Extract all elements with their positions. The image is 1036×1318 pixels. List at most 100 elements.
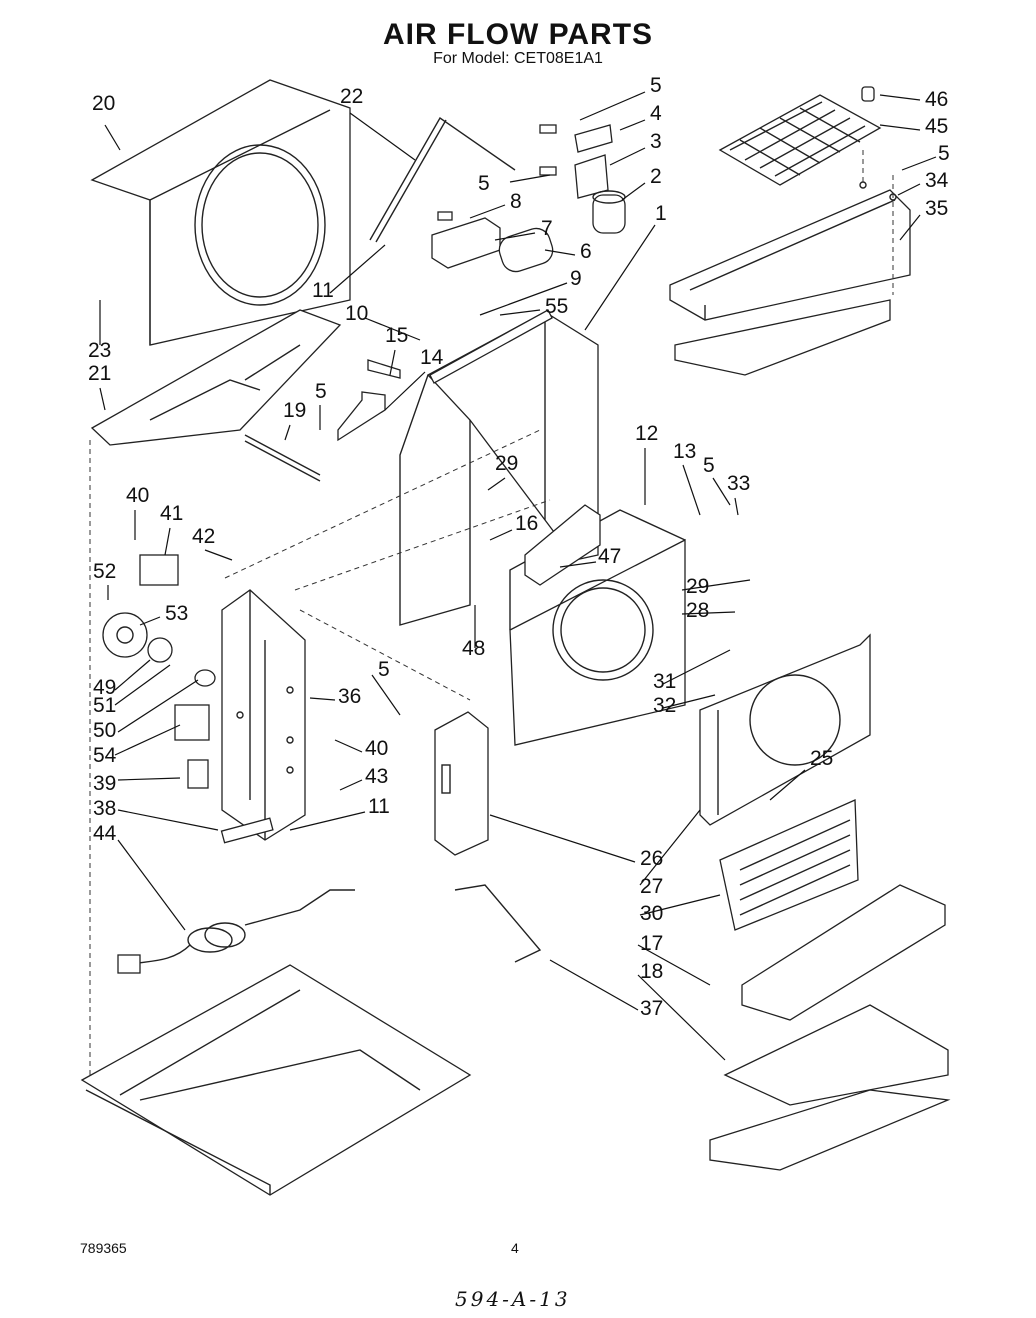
leader-line xyxy=(114,724,181,756)
callout-number: 34 xyxy=(925,169,949,192)
callout-number: 37 xyxy=(640,997,663,1020)
callout-number: 10 xyxy=(345,302,368,325)
callout-number: 4 xyxy=(650,102,662,125)
leader-line xyxy=(584,224,656,331)
leader-line xyxy=(389,349,396,376)
callout-number: 48 xyxy=(462,637,485,660)
leader-line xyxy=(104,124,121,151)
leader-line xyxy=(879,124,921,131)
callout-number: 7 xyxy=(541,217,553,240)
part-selector-switch xyxy=(174,704,210,741)
part-center-partition xyxy=(399,311,599,626)
callout-number: 45 xyxy=(925,115,948,138)
leader-line xyxy=(349,112,416,161)
leader-line xyxy=(384,371,426,411)
handwritten-code: 594-A-13 xyxy=(455,1287,571,1311)
leader-line xyxy=(769,769,806,801)
leader-line xyxy=(662,649,731,685)
callout-number: 5 xyxy=(703,454,715,477)
callout-number: 27 xyxy=(640,875,663,898)
leader-line xyxy=(114,659,151,691)
callout-number: 39 xyxy=(93,772,116,795)
leader-line xyxy=(289,811,366,831)
part-insulation-bar xyxy=(220,817,274,844)
callout-number: 9 xyxy=(570,267,582,290)
leader-line xyxy=(479,282,568,316)
leader-line xyxy=(901,156,937,171)
part-drain-tray xyxy=(741,884,946,1021)
callout-number: 20 xyxy=(92,92,115,115)
leader-line xyxy=(489,529,513,541)
callout-number: 32 xyxy=(653,694,676,717)
callout-number: 30 xyxy=(640,902,663,925)
leader-line xyxy=(609,147,646,166)
leader-line xyxy=(204,549,233,561)
leader-line xyxy=(639,894,721,916)
part-terminal-block xyxy=(431,211,501,269)
callout-number: 6 xyxy=(580,240,592,263)
callout-number: 28 xyxy=(686,599,709,622)
callout-number: 22 xyxy=(340,85,363,108)
part-rod xyxy=(244,434,321,476)
leader-line xyxy=(364,317,421,341)
leader-line xyxy=(114,664,171,706)
callout-number: 29 xyxy=(495,452,518,475)
callout-number: 54 xyxy=(93,744,117,767)
page-title: AIR FLOW PARTS xyxy=(382,18,654,51)
callout-number: 31 xyxy=(653,670,676,693)
callout-number: 5 xyxy=(378,658,390,681)
leader-line xyxy=(712,477,731,506)
callout-number: 8 xyxy=(510,190,522,213)
leader-line xyxy=(619,119,646,131)
leader-line xyxy=(339,779,363,791)
leader-line xyxy=(662,694,716,709)
callout-number: 49 xyxy=(93,676,116,699)
callout-number: 11 xyxy=(312,279,334,302)
callout-number: 12 xyxy=(635,422,658,445)
leader-line xyxy=(621,182,646,201)
callout-number: 13 xyxy=(673,440,696,463)
callout-number: 55 xyxy=(545,295,568,318)
page-number: 4 xyxy=(511,1240,519,1256)
leader-line xyxy=(309,697,336,701)
part-bent-rod xyxy=(454,884,542,963)
leader-line xyxy=(734,497,739,516)
leader-line xyxy=(637,974,726,1061)
part-base-pan xyxy=(80,964,472,1196)
leader-line xyxy=(99,387,106,411)
leader-line xyxy=(682,464,701,516)
part-small-filter xyxy=(524,504,601,586)
leader-lines xyxy=(99,91,937,1061)
callout-number: 43 xyxy=(365,765,388,788)
callout-number: 38 xyxy=(93,797,116,820)
callout-number: 33 xyxy=(727,472,750,495)
leader-line xyxy=(579,91,646,121)
callout-number: 2 xyxy=(650,165,662,188)
callout-number: 26 xyxy=(640,847,663,870)
document-number: 789365 xyxy=(80,1240,127,1256)
part-control-knob xyxy=(102,612,216,687)
leader-line xyxy=(899,214,921,241)
callout-number: 51 xyxy=(93,694,116,717)
leader-line xyxy=(544,249,576,256)
part-filter-pad xyxy=(709,1004,951,1171)
part-run-capacitor xyxy=(498,227,554,273)
part-thermostat xyxy=(187,759,209,789)
leader-line xyxy=(499,309,541,316)
callout-number: 52 xyxy=(93,560,116,583)
callout-number: 18 xyxy=(640,960,663,983)
leader-line xyxy=(681,611,736,615)
callout-number: 44 xyxy=(93,822,117,845)
callout-number: 1 xyxy=(655,202,667,225)
leader-line xyxy=(469,204,506,219)
leader-line xyxy=(371,674,401,716)
callout-number: 41 xyxy=(160,502,183,525)
leader-line xyxy=(549,959,639,1011)
callout-number: 53 xyxy=(165,602,188,625)
callout-number: 17 xyxy=(640,932,663,955)
leader-line xyxy=(139,616,161,626)
callout-number: 35 xyxy=(925,197,948,220)
